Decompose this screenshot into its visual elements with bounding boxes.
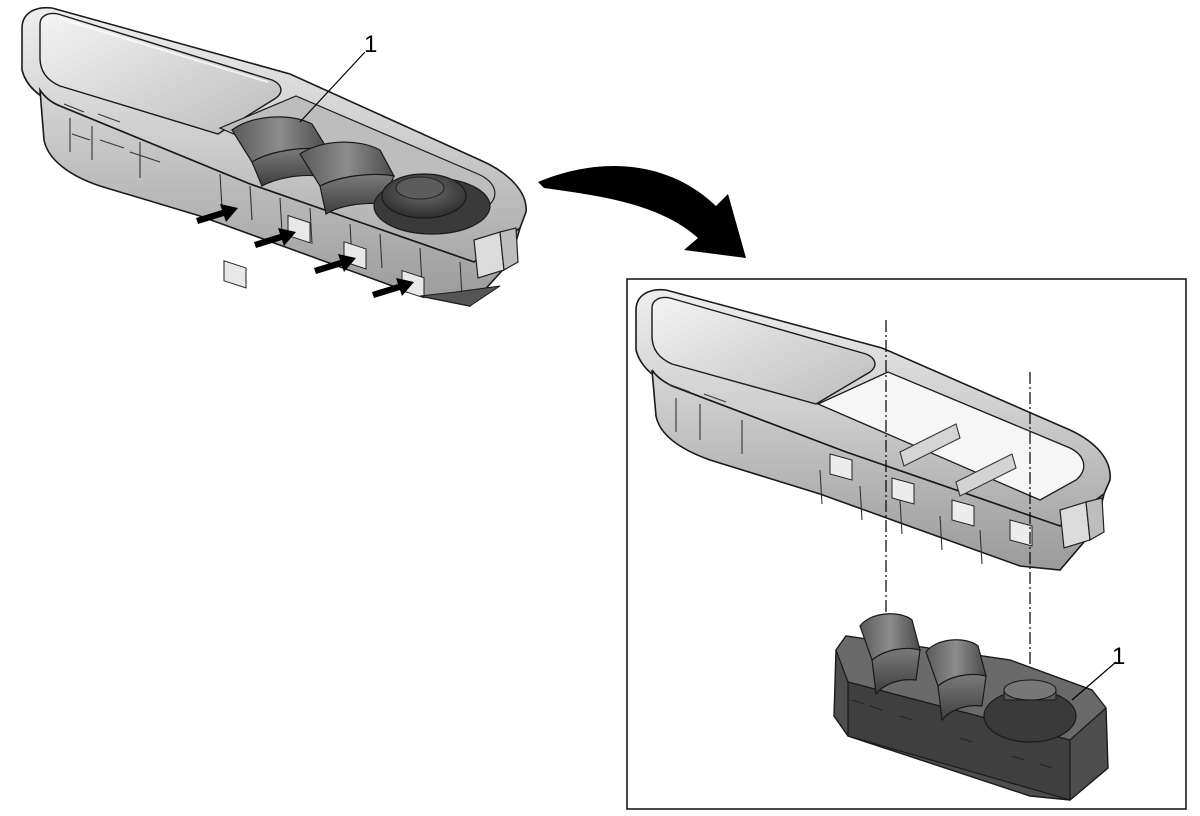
- window-switch-rockers: [231, 116, 396, 215]
- release-arrows: [196, 204, 414, 298]
- mirror-control-knob: [373, 173, 491, 235]
- exploded-view-panel: 1: [626, 278, 1187, 810]
- arrow-right-icon: [314, 254, 356, 274]
- arrow-right-icon: [196, 204, 238, 224]
- curved-arrow-icon: [538, 165, 746, 258]
- pull-cup-pocket: [39, 12, 282, 135]
- door-switch-bezel-assembly: 1: [21, 6, 527, 307]
- connector-tabs: [473, 227, 519, 279]
- leader-line-top: [299, 51, 366, 123]
- callout-top: 1: [364, 31, 377, 58]
- side-wall-ribs: [63, 103, 463, 297]
- arrow-right-icon: [254, 228, 296, 248]
- callout-inset: 1: [1112, 643, 1125, 670]
- window-switch-module: [833, 613, 1109, 801]
- leader-line-inset: [1071, 661, 1117, 701]
- inset-bezel: [635, 288, 1111, 571]
- alignment-lines: [885, 320, 1031, 676]
- side-wall-clips: [223, 214, 425, 299]
- arrow-right-icon: [372, 278, 414, 298]
